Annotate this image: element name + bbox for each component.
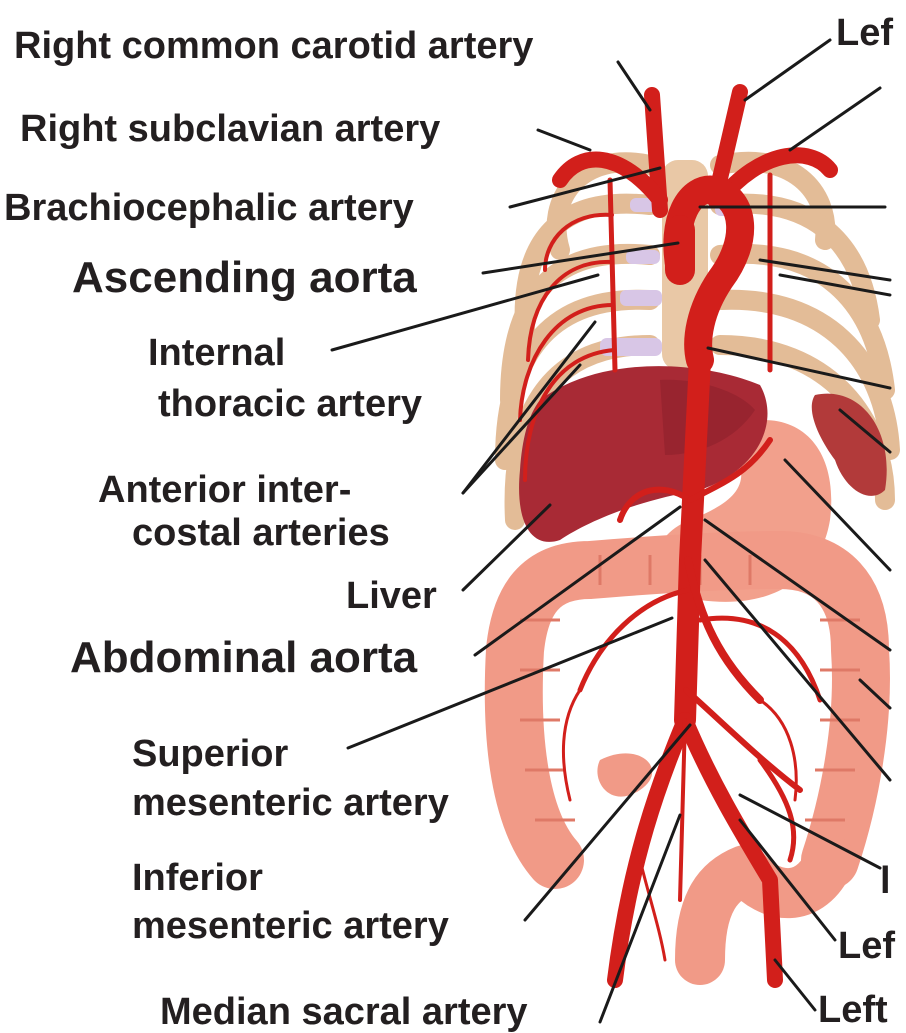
label-right-lower-2-cropped: Lef — [838, 925, 895, 967]
label-right-subclavian-artery: Right subclavian artery — [20, 108, 440, 150]
label-liver: Liver — [346, 575, 437, 617]
label-anterior-intercostal-line2: costal arteries — [132, 512, 390, 554]
label-right-lower-1-cropped: l — [880, 860, 891, 902]
label-superior-mesenteric-line1: Superior — [132, 733, 288, 775]
label-superior-mesenteric-line2: mesenteric artery — [132, 782, 449, 824]
labels-left: Right common carotid artery Right subcla… — [4, 25, 533, 1033]
label-anterior-intercostal-line1: Anterior inter- — [98, 469, 351, 511]
label-inferior-mesenteric-line1: Inferior — [132, 857, 263, 899]
illustration — [505, 92, 890, 980]
label-median-sacral-artery: Median sacral artery — [160, 991, 528, 1033]
label-right-top-cropped: Lef — [836, 12, 893, 54]
label-ascending-aorta: Ascending aorta — [72, 253, 417, 302]
label-brachiocephalic-artery: Brachiocephalic artery — [4, 187, 414, 229]
small-intestine-loop — [597, 753, 652, 796]
label-abdominal-aorta: Abdominal aorta — [70, 633, 418, 682]
abdominal-aorta — [685, 360, 700, 720]
label-right-common-carotid-artery: Right common carotid artery — [14, 25, 533, 67]
label-internal-thoracic-line1: Internal — [148, 332, 285, 374]
label-internal-thoracic-line2: thoracic artery — [158, 383, 422, 425]
label-inferior-mesenteric-line2: mesenteric artery — [132, 905, 449, 947]
label-right-bottom-cropped: Left — [818, 989, 888, 1031]
